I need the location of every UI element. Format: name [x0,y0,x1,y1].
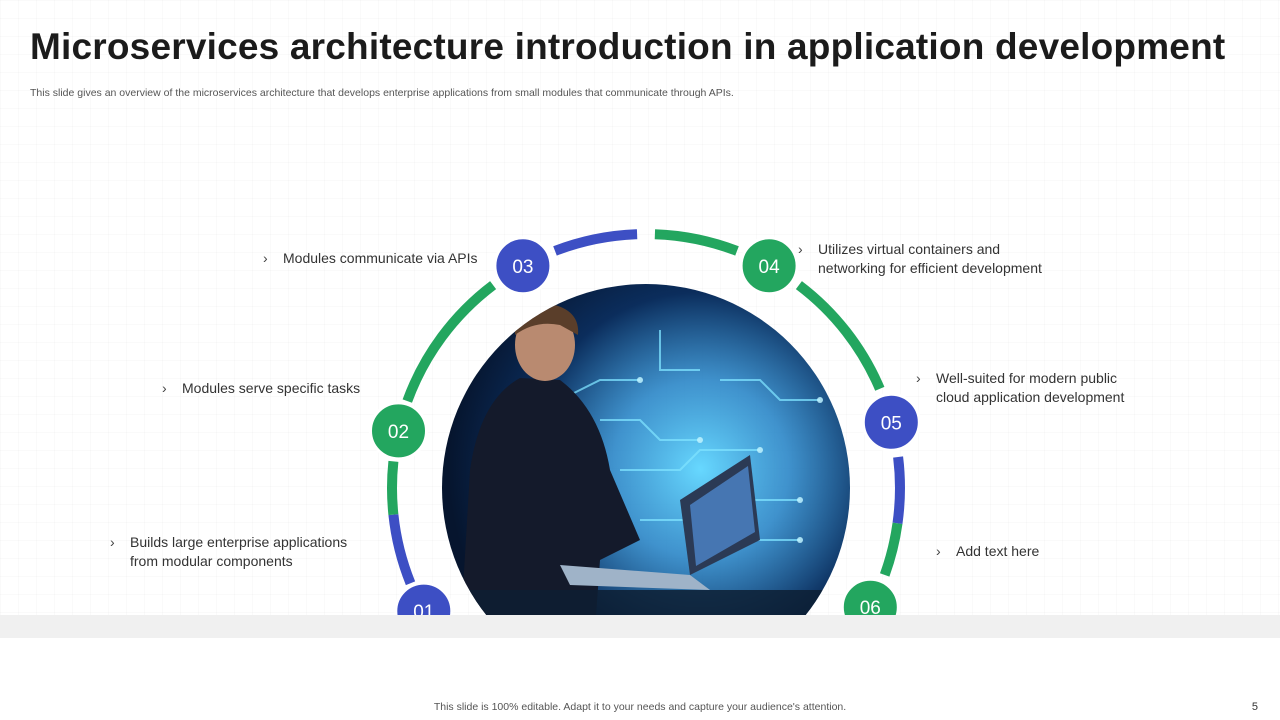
ring-segment [654,229,739,256]
page-number: 5 [1251,701,1258,713]
step-item-line: networking for efficient development [818,260,1042,276]
step-node-circle [861,392,921,452]
step-node-04: 04 [739,236,799,296]
ring-segment [388,514,416,586]
step-number: 06 [860,598,881,619]
step-item-01: › Builds large enterprise applications fro… [110,533,347,571]
ring-segment [441,637,520,708]
ring-segment [402,281,497,403]
step-item-line: Utilizes virtual containers and [818,241,1001,257]
step-item-text: Well-suited for modern public cloud appli… [936,369,1124,407]
step-item-03: › Modules communicate via APIs [263,249,478,268]
step-item-line: Add text here [956,543,1040,559]
step-item-line: cloud application development [936,389,1125,405]
step-number: 04 [759,257,781,278]
ring-segment [773,637,852,708]
step-number: 03 [512,257,533,278]
slide-subtitle: This slide gives an overview of the micr… [30,87,734,99]
step-item-text: Add text here [956,542,1039,561]
chevron-right-icon: › [916,370,921,386]
bottom-band [0,615,1280,638]
slide-footer: This slide is 100% editable. Adapt it to… [433,701,847,713]
step-item-line: Builds large enterprise applications [130,534,348,550]
step-node-circle [739,236,799,296]
ring-segment [795,281,885,391]
chevron-right-icon: › [263,250,268,266]
step-item-04: › Utilizes virtual containers and networki… [798,240,1042,278]
step-item-02: › Modules serve specific tasks [162,379,360,398]
progress-ring [387,229,905,708]
step-node-03: 03 [493,236,553,296]
step-node-circle [369,401,428,461]
chevron-right-icon: › [798,241,803,257]
businessman-laptop-photo [442,284,850,615]
step-item-line: Modules communicate via APIs [283,250,478,266]
chevron-right-icon: › [936,543,941,559]
chevron-right-icon: › [162,380,167,396]
ring-segment [553,229,638,256]
step-number: 02 [388,422,409,443]
step-node-circle [493,236,553,296]
step-item-text: Modules communicate via APIs [283,249,478,268]
chevron-right-icon: › [110,534,115,550]
ring-segment [387,460,399,516]
step-item-line: Well-suited for modern public [936,370,1118,386]
ring-segment [879,522,903,577]
step-item-text: Utilizes virtual containers and networkin… [818,240,1042,278]
slide-title: Microservices architecture introduction … [30,26,1226,67]
step-item-line: Modules serve specific tasks [182,380,361,396]
step-node-02: 02 [369,401,428,461]
step-item-text: Builds large enterprise applications from… [130,533,347,571]
ring-segment [892,456,905,524]
step-item-line: from modular components [130,553,293,569]
step-item-06: › Add text here [936,542,1039,561]
step-node-05: 05 [861,392,921,452]
step-item-05: › Well-suited for modern public cloud appl… [916,369,1124,407]
step-number: 05 [881,413,902,434]
step-item-text: Modules serve specific tasks [182,379,360,398]
